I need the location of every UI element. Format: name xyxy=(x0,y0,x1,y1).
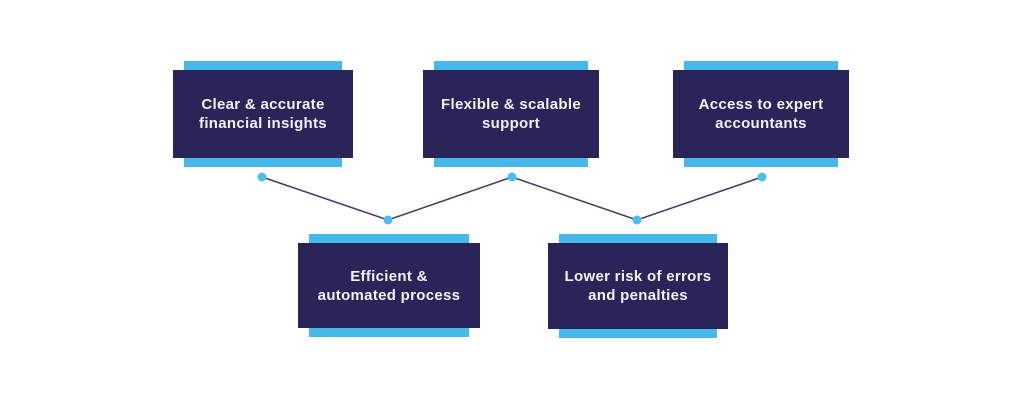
benefit-label-line: accountants xyxy=(715,115,807,132)
benefit-box: Efficient & automated process xyxy=(298,243,480,328)
connector-line xyxy=(261,176,763,221)
benefit-label-line: Efficient & xyxy=(350,267,428,285)
benefit-box: Lower risk of errors and penalties xyxy=(548,243,728,329)
benefit-node-clear-accurate-insights: Clear & accurate financial insights xyxy=(173,61,353,167)
benefit-label-line: financial insights xyxy=(199,115,327,132)
benefit-label-line: Clear & accurate xyxy=(201,96,325,113)
connector-dot xyxy=(632,215,642,225)
benefit-box: Flexible & scalable support xyxy=(423,70,599,158)
benefit-box: Access to expert accountants xyxy=(673,70,849,158)
benefit-node-flexible-scalable-support: Flexible & scalable support xyxy=(423,61,599,167)
benefit-label-line: Lower risk of errors xyxy=(564,268,712,285)
connector-dot xyxy=(507,172,517,182)
connector-dot xyxy=(257,172,267,182)
benefit-label-line: Access to expert xyxy=(698,96,824,113)
connector-dot xyxy=(757,172,767,182)
benefit-label-line: automated process xyxy=(317,286,461,304)
benefit-label-line: Flexible & scalable xyxy=(441,96,581,113)
benefit-node-lower-risk-errors-penalties: Lower risk of errors and penalties xyxy=(548,234,728,338)
connector-dot xyxy=(383,215,393,225)
benefit-node-access-expert-accountants: Access to expert accountants xyxy=(673,61,849,167)
benefit-node-efficient-automated-process: Efficient & automated process xyxy=(298,234,480,337)
benefit-label-line: and penalties xyxy=(588,287,688,304)
benefit-box: Clear & accurate financial insights xyxy=(173,70,353,158)
benefit-label-line: support xyxy=(482,115,540,132)
